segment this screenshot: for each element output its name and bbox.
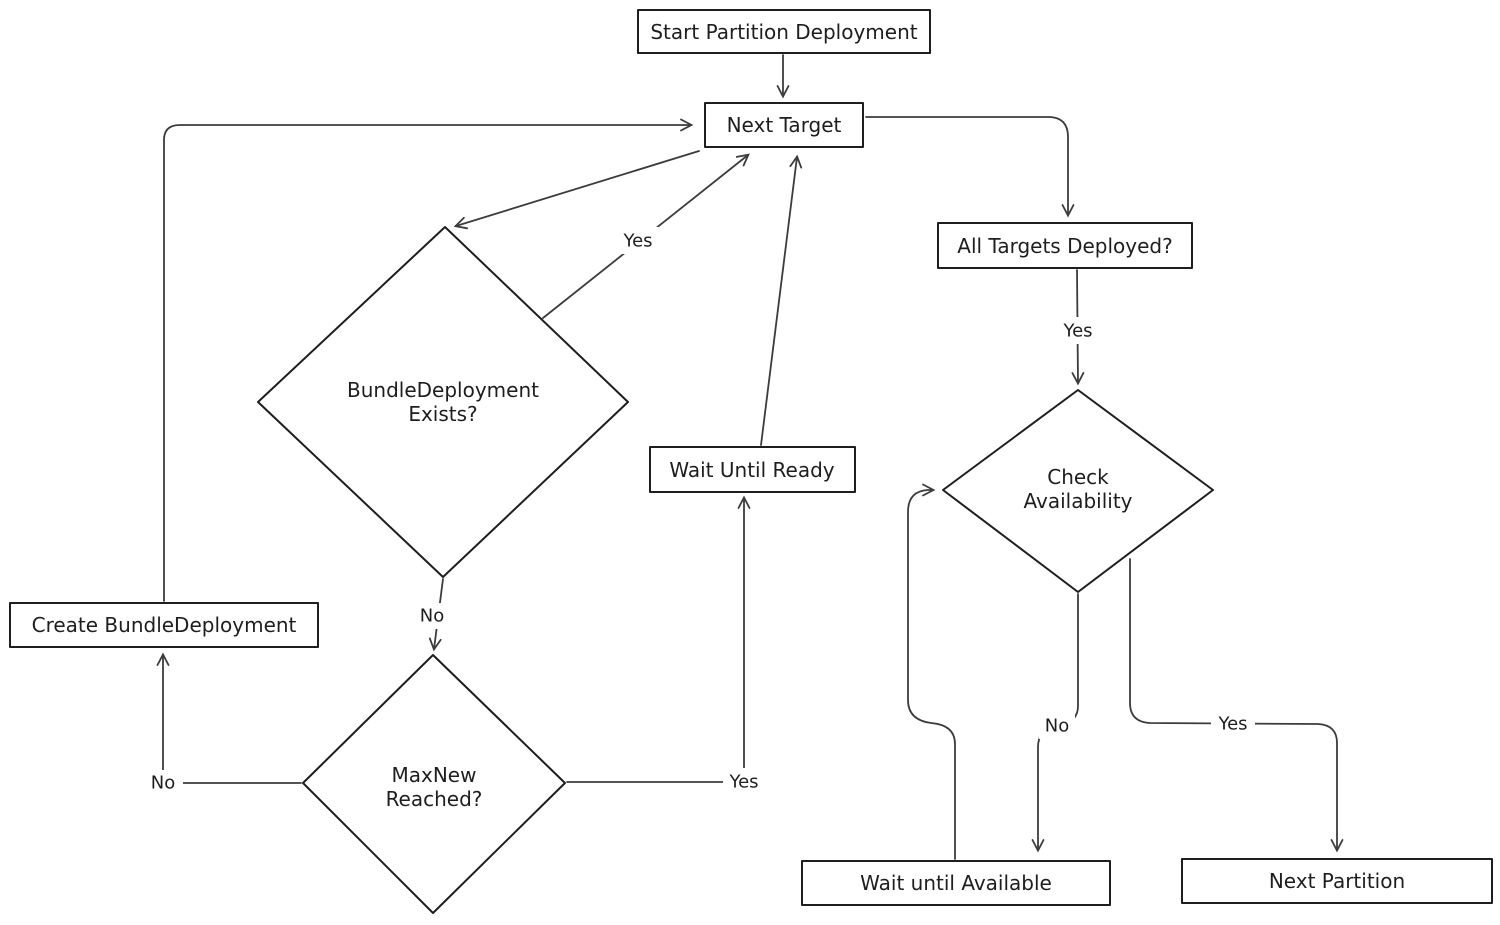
node-create-bundle-deployment: Create BundleDeployment [9,602,319,648]
svg-text:Yes: Yes [622,231,652,252]
svg-text:Wait Until Ready: Wait Until Ready [669,458,834,482]
edge-max-new-to-wait-ready [566,495,751,783]
edge-label-max-new-yes: Yes [723,768,767,795]
edge-wait-available-to-check-availability [907,483,956,860]
svg-text:Start Partition Deployment: Start Partition Deployment [650,20,917,44]
svg-text:No: No [151,773,175,794]
svg-text:BundleDeployment: BundleDeployment [347,378,539,402]
edge-label-bundle-exists-no: No [414,603,452,629]
svg-text:Exists?: Exists? [408,402,477,426]
edge-create-bundle-to-next-target [163,118,694,602]
edge-label-bundle-exists-yes: Yes [616,227,660,254]
svg-text:Wait until Available: Wait until Available [860,871,1052,895]
node-wait-until-available: Wait until Available [801,860,1111,906]
svg-text:No: No [420,606,444,627]
edge-wait-ready-to-next-target [760,154,803,446]
edge-label-max-new-no: No [145,770,183,796]
node-next-target: Next Target [704,102,864,148]
svg-text:No: No [1045,716,1069,737]
node-wait-until-ready: Wait Until Ready [649,446,856,493]
svg-text:Next Partition: Next Partition [1269,869,1405,893]
svg-text:Yes: Yes [1217,714,1247,735]
edge-max-new-to-create-bundle [156,652,302,784]
node-all-targets-deployed: All Targets Deployed? [937,222,1193,269]
node-bundle-deployment-exists: BundleDeployment Exists? [257,226,629,578]
svg-text:Check: Check [1047,465,1109,489]
svg-text:Availability: Availability [1023,489,1132,513]
node-next-partition: Next Partition [1181,858,1493,904]
edge-label-all-targets-yes: Yes [1056,317,1100,344]
edge-check-availability-to-next-partition [1129,558,1344,853]
svg-text:Create BundleDeployment: Create BundleDeployment [32,613,297,637]
edge-label-availability-yes: Yes [1211,711,1255,738]
edge-next-target-to-all-targets [865,116,1075,218]
svg-text:Yes: Yes [1062,321,1092,342]
svg-text:Reached?: Reached? [386,787,483,811]
svg-text:Next Target: Next Target [727,113,842,137]
svg-text:All Targets Deployed?: All Targets Deployed? [957,234,1172,258]
edge-label-availability-no: No [1039,713,1075,739]
node-max-new-reached: MaxNew Reached? [302,654,566,914]
node-check-availability: Check Availability [942,389,1214,593]
svg-text:Yes: Yes [728,772,758,793]
svg-text:MaxNew: MaxNew [392,763,477,787]
edge-next-target-to-bundle-exists [453,150,700,230]
node-start-partition-deployment: Start Partition Deployment [637,9,931,54]
